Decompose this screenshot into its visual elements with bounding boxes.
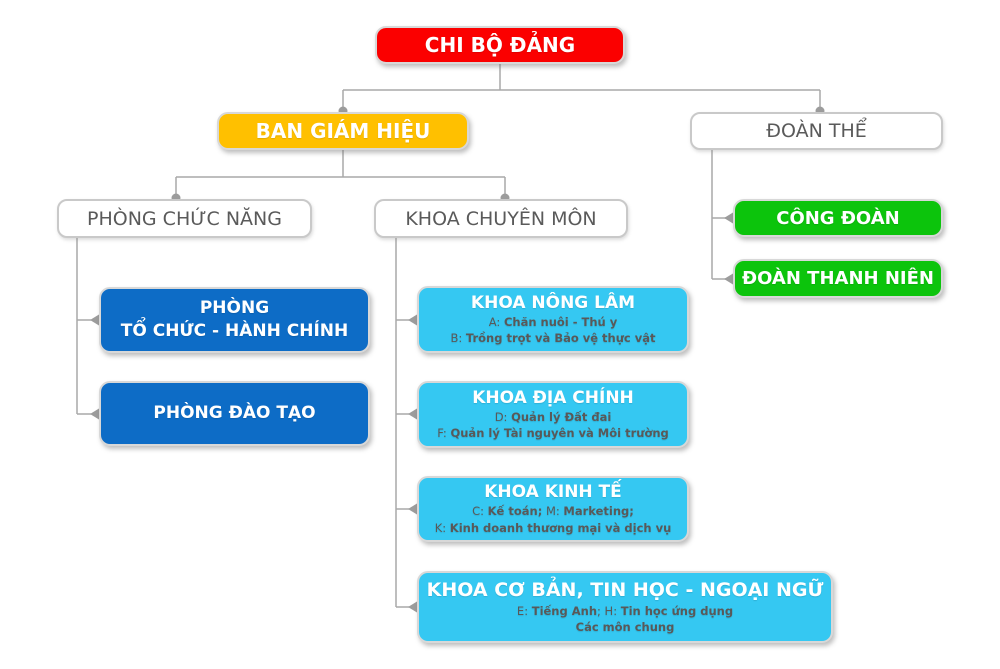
node-label: ĐOÀN THANH NIÊN (742, 268, 934, 289)
node-chi-bo-dang: CHI BỘ ĐẢNG (375, 26, 625, 64)
connector-arrow (90, 408, 99, 420)
node-title: KHOA ĐỊA CHÍNH (472, 387, 634, 408)
node-khoa-chuyen-mon: KHOA CHUYÊN MÔN (374, 199, 628, 238)
node-khoa-nong-lam: KHOA NÔNG LÂM A: Chăn nuôi - Thú y B: Tr… (417, 286, 689, 353)
node-label: BAN GIÁM HIỆU (255, 119, 431, 143)
connector-arrow (408, 503, 417, 515)
node-subline: A: Chăn nuôi - Thú y (488, 314, 618, 329)
connector-arrow (408, 408, 417, 420)
node-subline: C: Kế toán; M: Marketing; (472, 504, 634, 519)
node-khoa-kinh-te: KHOA KINH TẾ C: Kế toán; M: Marketing; K… (417, 476, 689, 542)
node-phong-to-chuc-hanh-chinh: PHÒNG TỔ CHỨC - HÀNH CHÍNH (99, 287, 370, 353)
node-doan-the: ĐOÀN THỂ (690, 112, 943, 150)
connector-arrow (724, 273, 733, 285)
connector-arrow (408, 314, 417, 326)
node-label: ĐOÀN THỂ (766, 120, 867, 142)
node-label: PHÒNG ĐÀO TẠO (153, 403, 316, 424)
node-label: PHÒNG CHỨC NĂNG (87, 207, 282, 230)
node-subline: B: Trồng trọt và Bảo vệ thực vật (450, 331, 656, 346)
node-subline: Các môn chung (575, 619, 675, 634)
node-title: KHOA KINH TẾ (484, 482, 622, 503)
node-title: KHOA CƠ BẢN, TIN HỌC - NGOẠI NGỮ (426, 578, 824, 601)
node-khoa-dia-chinh: KHOA ĐỊA CHÍNH D: Quản lý Đất đai F: Quả… (417, 381, 689, 448)
node-phong-chuc-nang: PHÒNG CHỨC NĂNG (57, 199, 312, 238)
node-subline: E: Tiếng Anh; H: Tin học ứng dụng (516, 603, 734, 618)
node-label: PHÒNG TỔ CHỨC - HÀNH CHÍNH (120, 298, 349, 341)
node-subline: K: Kinh doanh thương mại và dịch vụ (434, 520, 672, 535)
node-label: CHI BỘ ĐẢNG (424, 33, 576, 57)
node-subline: D: Quản lý Đất đai (494, 409, 612, 424)
connector-arrow (724, 212, 733, 224)
connector-arrow (408, 601, 417, 613)
node-ban-giam-hieu: BAN GIÁM HIỆU (217, 112, 469, 150)
node-khoa-co-ban-tin-hoc-ngoai-ngu: KHOA CƠ BẢN, TIN HỌC - NGOẠI NGỮ E: Tiến… (417, 571, 833, 643)
node-subline: F: Quản lý Tài nguyên và Môi trường (437, 426, 669, 441)
node-label: KHOA CHUYÊN MÔN (405, 207, 597, 230)
node-cong-doan: CÔNG ĐOÀN (733, 199, 943, 237)
node-label: CÔNG ĐOÀN (776, 207, 900, 229)
node-title: KHOA NÔNG LÂM (470, 292, 636, 313)
node-doan-thanh-nien: ĐOÀN THANH NIÊN (733, 259, 943, 298)
connector-arrow (90, 314, 99, 326)
node-phong-dao-tao: PHÒNG ĐÀO TẠO (99, 381, 370, 446)
